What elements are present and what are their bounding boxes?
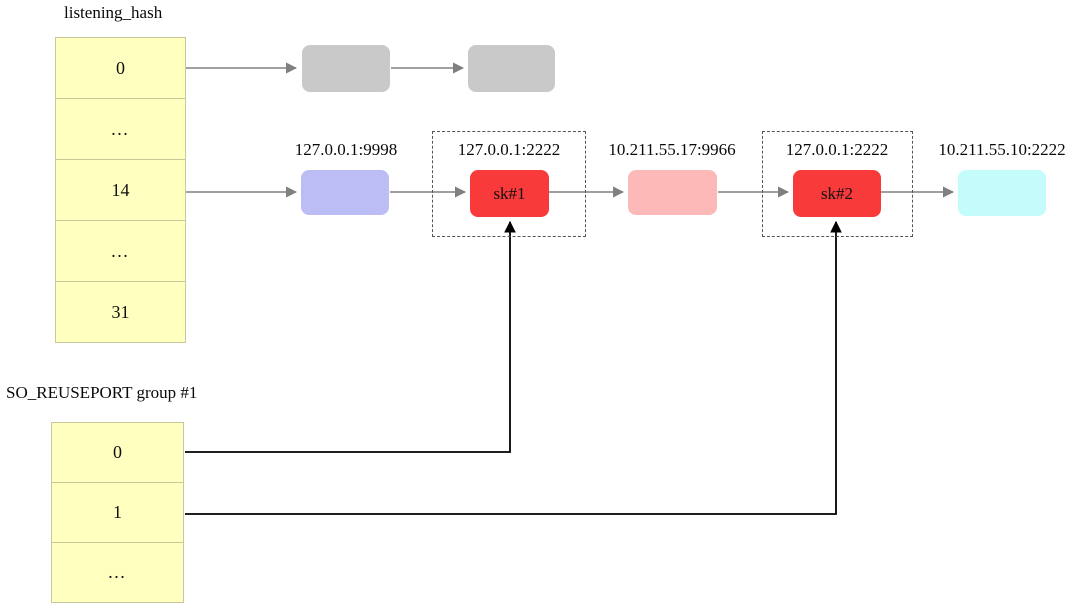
reuseport-slot-ellipsis-label: … bbox=[107, 562, 128, 582]
hash-bucket-0-label: 0 bbox=[116, 57, 125, 78]
reuseport-group-table: 0 1 … bbox=[51, 422, 184, 603]
connector-reuseport1-to-sk2 bbox=[185, 220, 842, 515]
hash-bucket-ellipsis-2-label: … bbox=[110, 240, 131, 261]
socket-node-sk2-label: sk#2 bbox=[820, 183, 854, 203]
listening-hash-table: 0 … 14 … 31 bbox=[55, 37, 186, 343]
socket-node-sk1-label: sk#1 bbox=[493, 183, 526, 203]
listening-hash-title: listening_hash bbox=[64, 3, 163, 22]
reuseport-group-box-sk2 bbox=[762, 131, 913, 237]
reuseport-slot-0[interactable]: 0 bbox=[51, 422, 184, 483]
addr-label-pink-node: 10.211.55.17:9966 bbox=[608, 140, 736, 159]
socket-node-sk1[interactable]: sk#1 bbox=[470, 170, 549, 217]
hash-bucket-31-label: 31 bbox=[111, 301, 130, 322]
hash-bucket-14-label: 14 bbox=[111, 179, 130, 200]
reuseport-group-box-sk1 bbox=[432, 131, 586, 237]
reuseport-slot-1[interactable]: 1 bbox=[51, 482, 184, 543]
reuseport-group-title: SO_REUSEPORT group #1 bbox=[6, 383, 198, 402]
reuseport-slot-0-label: 0 bbox=[113, 442, 122, 462]
connector-reuseport0-to-sk1 bbox=[185, 220, 516, 453]
hash-bucket-0[interactable]: 0 bbox=[55, 37, 186, 99]
addr-label-cyan-node: 10.211.55.10:2222 bbox=[938, 140, 1066, 159]
hash-bucket-31[interactable]: 31 bbox=[55, 281, 186, 343]
socket-node-sk2[interactable]: sk#2 bbox=[793, 170, 881, 217]
reuseport-slot-ellipsis: … bbox=[51, 542, 184, 603]
addr-label-blue-node: 127.0.0.1:9998 bbox=[294, 140, 398, 159]
bucket0-node-1[interactable] bbox=[302, 45, 390, 92]
hash-bucket-ellipsis-1-label: … bbox=[110, 118, 131, 139]
socket-node-pink[interactable] bbox=[628, 170, 717, 215]
addr-label-sk2: 127.0.0.1:2222 bbox=[785, 140, 889, 159]
bucket0-node-2[interactable] bbox=[468, 45, 555, 92]
addr-label-sk1: 127.0.0.1:2222 bbox=[457, 140, 561, 159]
socket-node-cyan[interactable] bbox=[958, 170, 1046, 216]
reuseport-slot-1-label: 1 bbox=[113, 502, 122, 522]
hash-bucket-14[interactable]: 14 bbox=[55, 159, 186, 221]
hash-bucket-ellipsis-2: … bbox=[55, 220, 186, 282]
hash-bucket-ellipsis-1: … bbox=[55, 98, 186, 160]
socket-node-blue[interactable] bbox=[301, 170, 389, 215]
